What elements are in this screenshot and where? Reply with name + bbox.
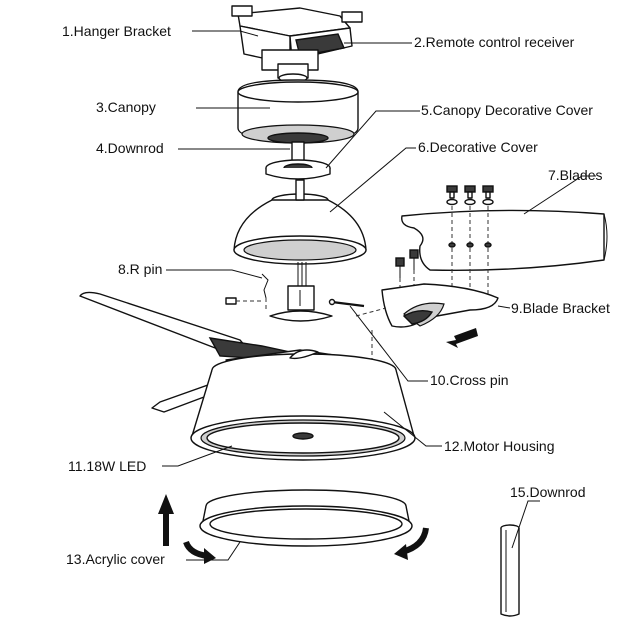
bracket-guide	[355, 307, 387, 317]
label-r-pin: 8.R pin	[118, 261, 162, 277]
rotate-arrow-right-icon	[394, 527, 429, 560]
small-screw	[225, 297, 262, 305]
hanger-stem	[277, 63, 309, 83]
bracket-bolts	[395, 249, 419, 298]
motor-housing	[190, 349, 416, 461]
label-cross-pin: 10.Cross pin	[430, 372, 509, 388]
canopy	[237, 79, 359, 144]
label-downrod: 4.Downrod	[96, 140, 164, 156]
leader-lines	[162, 30, 596, 561]
downrod-15	[500, 524, 520, 617]
label-hanger-bracket: 1.Hanger Bracket	[62, 23, 171, 39]
label-acrylic-cover: 13.Acrylic cover	[66, 551, 165, 567]
canopy-decorative-cover	[265, 159, 331, 180]
label-blades: 7.Blades	[548, 167, 602, 183]
label-downrod-15: 15.Downrod	[510, 484, 586, 500]
r-pin	[261, 273, 269, 312]
insert-arrow-icon	[446, 328, 478, 348]
label-canopy: 3.Canopy	[96, 99, 156, 115]
acrylic-cover	[199, 489, 413, 547]
label-motor-housing: 12.Motor Housing	[444, 438, 555, 454]
label-led: 11.18W LED	[68, 458, 146, 474]
label-remote-receiver: 2.Remote control receiver	[414, 34, 575, 50]
label-blade-bracket: 9.Blade Bracket	[511, 300, 610, 316]
rotate-arrow-left-icon	[183, 540, 216, 564]
blade-bracket	[381, 283, 499, 328]
blade-right	[401, 209, 608, 271]
up-arrow-icon	[158, 494, 174, 546]
decorative-cover	[233, 179, 367, 265]
label-decorative-cover: 6.Decorative Cover	[418, 139, 538, 155]
label-canopy-cover: 5.Canopy Decorative Cover	[421, 102, 593, 118]
motor-hub	[269, 262, 333, 322]
cross-pin	[328, 298, 365, 308]
